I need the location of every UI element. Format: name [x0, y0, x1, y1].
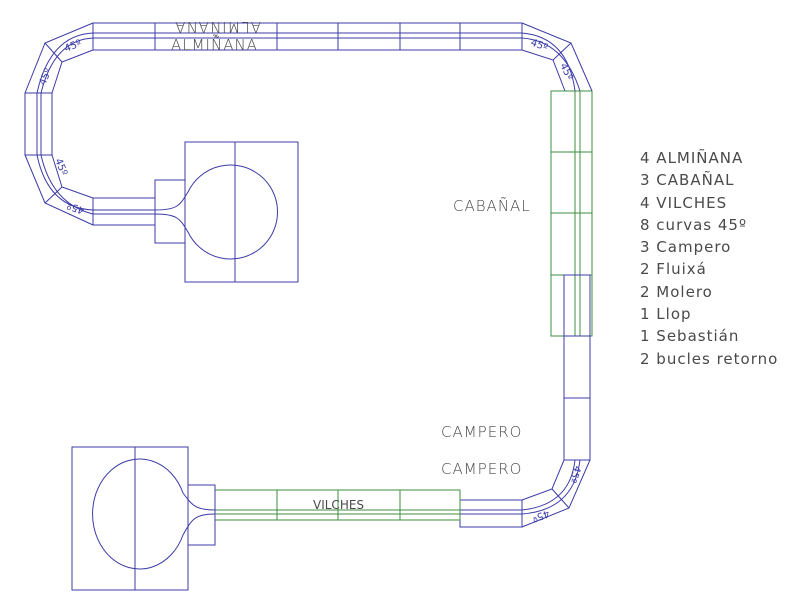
top-straight-track	[92, 22, 523, 51]
lower-reversing-loop	[71, 446, 216, 591]
bottom-left-curves	[24, 154, 94, 226]
upper-reversing-loop	[92, 141, 299, 283]
top-right-curves	[521, 22, 593, 92]
legend-item: 4 VILCHES	[640, 193, 728, 212]
cabanal-label: CABAÑAL	[453, 196, 531, 215]
bottom-straight-track	[214, 489, 523, 528]
legend-item: 2 bucles retorno	[640, 349, 779, 368]
parts-legend: 4 ALMIÑANA 3 CABAÑAL 4 VILCHES 8 curvas …	[640, 147, 778, 370]
curve-label: 45º	[530, 507, 550, 523]
curve-label: 45º	[557, 62, 574, 83]
legend-item: 1 Sebastián	[640, 327, 740, 346]
bottom-right-curves	[521, 459, 591, 528]
curve-label: 45º	[566, 464, 582, 484]
curve-label: 45º	[52, 157, 69, 178]
right-lower-track	[563, 274, 591, 461]
legend-item: 2 Molero	[640, 282, 713, 301]
top-left-curves	[24, 22, 94, 94]
curve-label: 45º	[38, 67, 55, 88]
left-vertical-track	[24, 92, 53, 156]
alminana-label: ALMIÑANA	[171, 35, 258, 54]
legend-item: 3 Campero	[640, 238, 732, 257]
curve-label: 45º	[66, 199, 86, 215]
legend-item: 4 ALMIÑANA	[640, 149, 744, 167]
vilches-label: VILCHES	[313, 498, 364, 512]
right-cabanal-track	[550, 90, 593, 337]
campero-label: CAMPERO	[441, 423, 522, 441]
alminana-mirrored-label: ALMIÑANA	[174, 18, 261, 37]
legend-item: 8 curvas 45º	[640, 215, 748, 234]
legend-item: 2 Fluixá	[640, 260, 707, 279]
campero-label: CAMPERO	[441, 460, 522, 478]
legend-item: 3 CABAÑAL	[640, 171, 735, 190]
legend-item: 1 Llop	[640, 305, 692, 324]
